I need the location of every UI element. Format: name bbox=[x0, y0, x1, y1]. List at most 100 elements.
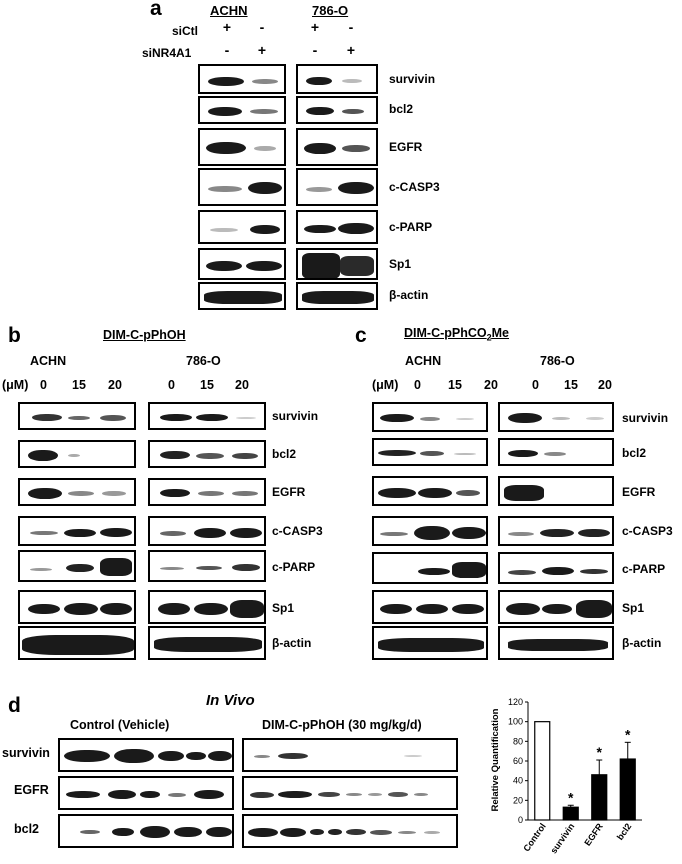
chart-yticks: 0 20 40 60 80 100 120 bbox=[508, 698, 528, 825]
sign-si-4: + bbox=[346, 42, 356, 58]
chart-category-label: survivin bbox=[548, 821, 576, 855]
blot-c-survivin-achn bbox=[372, 402, 488, 432]
blot-a-egfr-786o bbox=[296, 128, 378, 166]
blot-b-sp1-achn bbox=[18, 590, 136, 624]
panel-b-compound: DIM-C-pPhOH bbox=[103, 328, 186, 342]
panel-d-letter: d bbox=[8, 694, 21, 717]
chart-ytick-label: 20 bbox=[513, 795, 523, 805]
sign-ctl-1: + bbox=[222, 19, 232, 35]
chart-category-label: bcl2 bbox=[615, 821, 634, 841]
blot-c-survivin-786o bbox=[498, 402, 614, 432]
blot-a-sp1-786o bbox=[296, 248, 378, 280]
sign-ctl-3: + bbox=[310, 19, 320, 35]
panel-d-group-control: Control (Vehicle) bbox=[70, 718, 170, 732]
blot-c-cparp-786o bbox=[498, 552, 614, 584]
label-d-bcl2: bcl2 bbox=[14, 822, 40, 836]
blot-c-sp1-786o bbox=[498, 590, 614, 624]
blot-d-survivin-treated bbox=[242, 738, 458, 772]
blot-b-bcl2-786o bbox=[148, 440, 266, 468]
chart-bar bbox=[562, 806, 579, 821]
chart-ytick-label: 120 bbox=[508, 698, 523, 707]
label-c-bcl2: bcl2 bbox=[622, 446, 647, 460]
sign-ctl-4: - bbox=[348, 19, 354, 35]
blot-d-bcl2-treated bbox=[242, 814, 458, 848]
chart-bar bbox=[591, 774, 608, 821]
blot-a-survivin-achn bbox=[198, 64, 286, 94]
label-a-cparp: c-PARP bbox=[389, 220, 433, 234]
chart-category-label: EGFR bbox=[582, 821, 605, 848]
blot-a-actin-achn bbox=[198, 282, 286, 310]
blot-c-cparp-achn bbox=[372, 552, 488, 584]
blot-b-ccasp3-achn bbox=[18, 516, 136, 546]
panel-b-cellline-achn: ACHN bbox=[30, 354, 67, 368]
chart-ytick-label: 100 bbox=[508, 717, 523, 727]
panel-b-cellline-786o: 786-O bbox=[186, 354, 221, 368]
panel-b-dose-6: 20 bbox=[235, 378, 249, 392]
panel-b-dose-2: 15 bbox=[72, 378, 86, 392]
panel-c-dose-5: 15 bbox=[564, 378, 578, 392]
label-b-cparp: c-PARP bbox=[272, 560, 316, 574]
panel-a-cellline-achn: ACHN bbox=[210, 3, 248, 18]
blot-c-ccasp3-786o bbox=[498, 516, 614, 546]
panel-d-title: In Vivo bbox=[206, 692, 255, 709]
blot-b-egfr-achn bbox=[18, 478, 136, 506]
panel-a-letter: a bbox=[150, 0, 162, 20]
blot-c-ccasp3-achn bbox=[372, 516, 488, 546]
chart-bar bbox=[619, 758, 636, 821]
blot-a-ccasp3-786o bbox=[296, 168, 378, 206]
blot-b-actin-achn bbox=[18, 626, 136, 660]
blot-a-cparp-786o bbox=[296, 210, 378, 244]
blot-b-cparp-786o bbox=[148, 550, 266, 582]
sign-si-3: - bbox=[312, 42, 318, 58]
chart-ytick-label: 80 bbox=[513, 736, 523, 746]
label-c-actin: β-actin bbox=[622, 636, 662, 650]
label-b-sp1: Sp1 bbox=[272, 601, 295, 615]
panel-b-dose-5: 15 bbox=[200, 378, 214, 392]
panel-c-cellline-achn: ACHN bbox=[405, 354, 442, 368]
panel-b-letter: b bbox=[8, 324, 21, 347]
label-c-ccasp3: c-CASP3 bbox=[622, 524, 673, 538]
blot-d-egfr-treated bbox=[242, 776, 458, 810]
blot-a-cparp-achn bbox=[198, 210, 286, 244]
label-a-egfr: EGFR bbox=[389, 140, 423, 154]
panel-c-compound: DIM-C-pPhCO2Me bbox=[404, 326, 509, 343]
panel-c-dose-6: 20 bbox=[598, 378, 612, 392]
panel-b-dose-4: 0 bbox=[168, 378, 175, 392]
panel-b-unit: (μM) bbox=[2, 378, 29, 392]
panel-c-letter: c bbox=[355, 324, 367, 347]
label-b-survivin: survivin bbox=[272, 409, 319, 423]
blot-a-actin-786o bbox=[296, 282, 378, 310]
chart-significance-mark: * bbox=[597, 744, 603, 760]
chart-significance-mark: * bbox=[568, 789, 574, 805]
blot-c-sp1-achn bbox=[372, 590, 488, 624]
chart-bars: * * * bbox=[534, 721, 636, 821]
panel-a-cellline-786o: 786-O bbox=[312, 3, 349, 18]
chart-category-label: Control bbox=[521, 821, 548, 853]
panel-c-dose-4: 0 bbox=[532, 378, 539, 392]
panel-b-dose-1: 0 bbox=[40, 378, 47, 392]
label-a-survivin: survivin bbox=[389, 72, 436, 86]
label-b-ccasp3: c-CASP3 bbox=[272, 524, 323, 538]
blot-c-actin-achn bbox=[372, 626, 488, 660]
chart-significance-mark: * bbox=[625, 726, 631, 742]
label-a-sp1: Sp1 bbox=[389, 257, 412, 271]
blot-a-survivin-786o bbox=[296, 64, 378, 94]
panel-d-group-treated: DIM-C-pPhOH (30 mg/kg/d) bbox=[262, 718, 422, 732]
chart-ytick-label: 40 bbox=[513, 776, 523, 786]
panel-c-dose-1: 0 bbox=[414, 378, 421, 392]
blot-a-sp1-achn bbox=[198, 248, 286, 280]
blot-d-bcl2-control bbox=[58, 814, 234, 848]
panel-b-dose-3: 20 bbox=[108, 378, 122, 392]
panel-c-compound-post: Me bbox=[491, 326, 510, 340]
blot-a-egfr-achn bbox=[198, 128, 286, 166]
label-b-actin: β-actin bbox=[272, 636, 312, 650]
label-c-egfr: EGFR bbox=[622, 485, 656, 499]
label-a-actin: β-actin bbox=[389, 288, 429, 302]
chart-ytick-label: 60 bbox=[513, 756, 523, 766]
chart-ytick-label: 0 bbox=[518, 815, 523, 825]
panel-c-compound-pre: DIM-C-pPhCO bbox=[404, 326, 487, 340]
panel-a-row-sinr4a1: siNR4A1 bbox=[142, 46, 192, 60]
panel-c-dose-3: 20 bbox=[484, 378, 498, 392]
label-d-egfr: EGFR bbox=[14, 783, 49, 797]
